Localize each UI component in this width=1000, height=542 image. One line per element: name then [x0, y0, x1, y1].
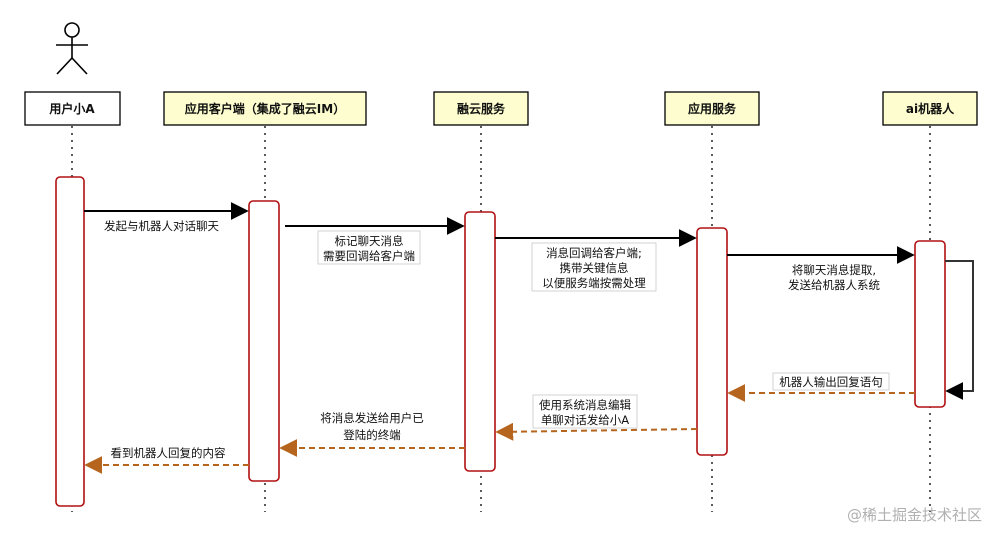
participant-rongcloud[interactable]: 融云服务: [433, 91, 529, 126]
participant-client-label: 应用客户端（集成了融云IM）: [185, 101, 345, 116]
message-label-7b: 单聊对话发给小A: [541, 413, 629, 427]
message-label-1: 发起与机器人对话聊天: [104, 219, 219, 233]
message-label-2a: 标记聊天消息: [335, 234, 404, 248]
activation-aibot: [914, 240, 946, 408]
activation-client: [248, 200, 280, 482]
actor-icon: [56, 22, 88, 75]
participant-rongcloud-label: 融云服务: [457, 101, 506, 116]
message-label-8a: 将消息发送给用户已: [320, 411, 424, 425]
participant-aibot-label: ai机器人: [906, 101, 955, 116]
message-label-2b: 需要回调给客户端: [323, 249, 415, 263]
message-label-9: 看到机器人回复的内容: [111, 446, 226, 460]
message-label-4b: 发送给机器人系统: [788, 278, 880, 292]
participant-user-label: 用户小A: [48, 101, 95, 116]
watermark: @稀土掘金技术社区: [847, 506, 982, 524]
participant-client[interactable]: 应用客户端（集成了融云IM）: [163, 91, 367, 126]
message-label-3c: 以便服务端按需处理: [542, 276, 646, 290]
message-label-box-2: [317, 230, 421, 265]
message-arrow-7: [495, 422, 698, 441]
message-label-box-3: [531, 242, 657, 292]
message-label-box-6: [772, 372, 890, 391]
message-label-3b: 携带关键信息: [560, 261, 629, 275]
message-label-3a: 消息回调给客户端;: [546, 246, 642, 260]
message-label-box-7: [532, 394, 638, 429]
participant-user[interactable]: 用户小A: [24, 91, 121, 126]
message-label-4a: 将聊天消息提取,: [792, 263, 876, 277]
participant-aibot[interactable]: ai机器人: [882, 91, 978, 126]
activation-appserver: [696, 227, 728, 456]
message-label-6: 机器人输出回复语句: [779, 375, 883, 389]
participant-appserver[interactable]: 应用服务: [664, 91, 760, 126]
message-label-8b: 登陆的终端: [343, 428, 401, 442]
message-arrow-5-self: [945, 260, 974, 400]
message-label-7a: 使用系统消息编辑: [539, 398, 631, 412]
activation-user: [55, 176, 85, 507]
activation-rongcloud: [464, 211, 496, 472]
participant-appserver-label: 应用服务: [688, 101, 737, 116]
